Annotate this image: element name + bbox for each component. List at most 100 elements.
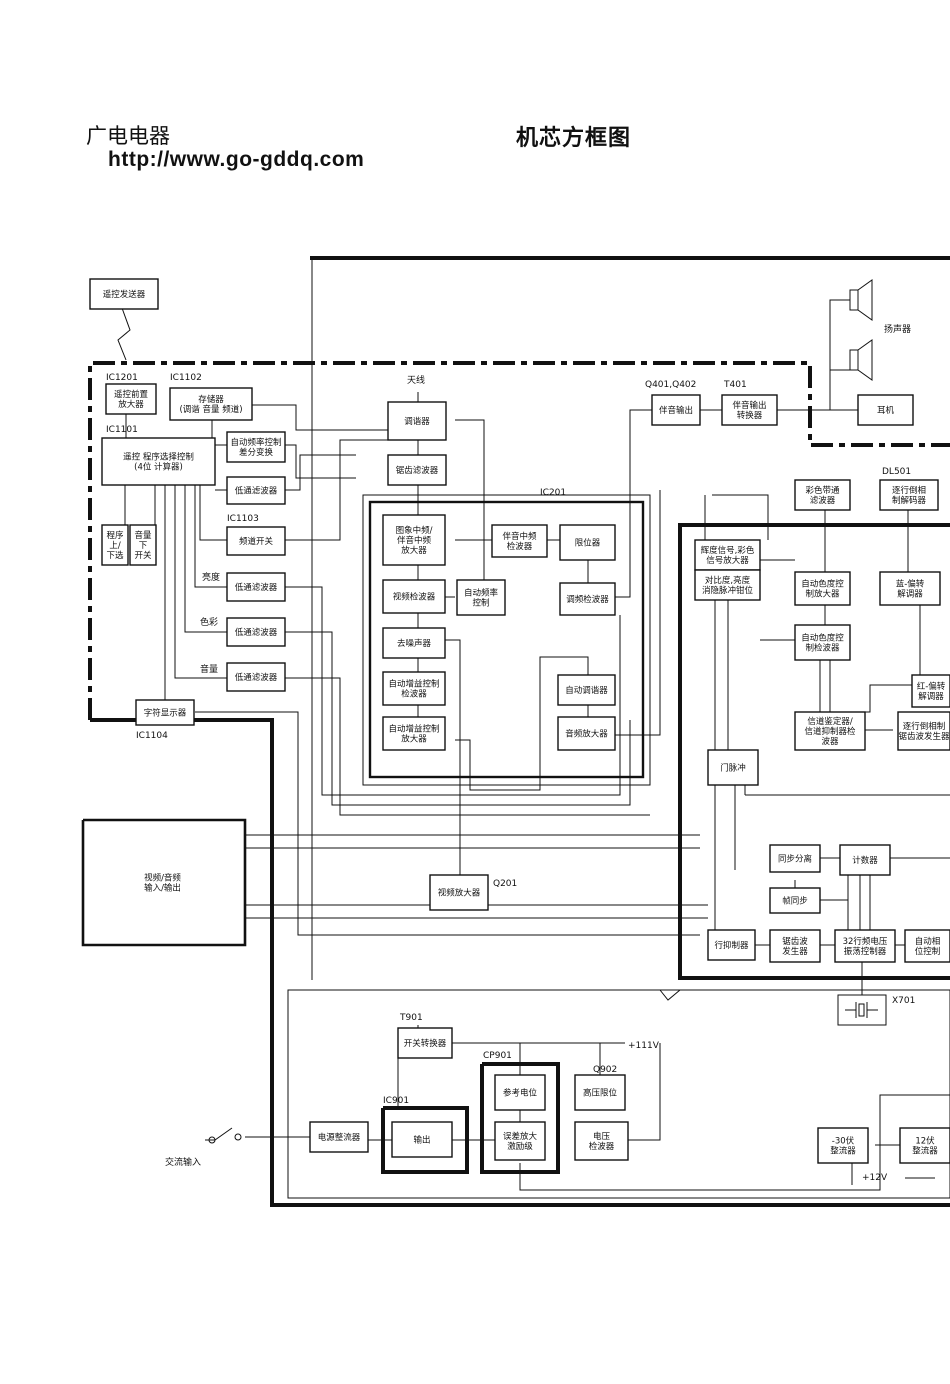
block-label: 音量 bbox=[134, 530, 152, 541]
block-fm-det: 调频检波器 bbox=[559, 582, 616, 616]
block-label: 同步分离 bbox=[778, 854, 812, 865]
label-dl501: DL501 bbox=[882, 467, 911, 477]
block-label: 位控制 bbox=[915, 946, 941, 957]
block-label: 自动频率控制 bbox=[230, 437, 281, 448]
block-label: 信号放大器 bbox=[706, 555, 749, 566]
block-border bbox=[857, 394, 914, 426]
block-label: 解调器 bbox=[918, 691, 944, 702]
block-border bbox=[769, 844, 821, 873]
block-label: 整流器 bbox=[830, 1146, 856, 1157]
block-label: (调谐 音量 频道) bbox=[179, 404, 242, 415]
block-label: 输入/输出 bbox=[144, 883, 181, 894]
block-h-ctrl: 行抑制器 bbox=[707, 929, 756, 961]
block-label: 字符显示器 bbox=[144, 708, 187, 719]
block-label: 检波器 bbox=[401, 689, 427, 700]
block-band-switch: 频道开关 bbox=[226, 526, 286, 556]
block-label: 自动频率 bbox=[464, 588, 499, 599]
block-noise-cancel: 去噪声器 bbox=[382, 627, 446, 659]
block-rectifier: 电源整流器 bbox=[309, 1121, 369, 1153]
block-label: 电压 bbox=[593, 1131, 611, 1142]
label-volume: 音量 bbox=[200, 663, 218, 675]
block-label: 电源整流器 bbox=[318, 1132, 361, 1143]
block-border bbox=[834, 929, 896, 963]
label-color: 色彩 bbox=[200, 616, 218, 628]
label-ic1103: IC1103 bbox=[227, 514, 259, 524]
block-hv-limit: 高压限位 bbox=[574, 1074, 626, 1111]
block-border bbox=[89, 278, 159, 310]
block-border bbox=[694, 569, 761, 601]
block-counter: 计数器 bbox=[839, 844, 891, 876]
block-border bbox=[897, 711, 950, 751]
label-speaker: 扬声器 bbox=[884, 323, 911, 335]
block-label: 放大器 bbox=[118, 399, 144, 410]
block-border bbox=[226, 476, 286, 505]
block-label: 开关转换器 bbox=[404, 1038, 447, 1049]
block-border bbox=[721, 394, 778, 426]
block-label: 对比度,亮度 bbox=[705, 575, 751, 586]
block-label: 遥控 程序选择控制 bbox=[123, 452, 194, 463]
block-label: 图象中频/ bbox=[396, 525, 433, 536]
label-t401: T401 bbox=[723, 380, 747, 390]
block-label: 高压限位 bbox=[583, 1088, 618, 1099]
block-label: 自动增益控制 bbox=[388, 679, 439, 690]
block-border bbox=[382, 579, 446, 614]
diagram-title: 机芯方框图 bbox=[516, 126, 632, 151]
block-label: 放大器 bbox=[401, 734, 427, 745]
block-label: 参考电位 bbox=[503, 1088, 538, 1099]
block-label: 伴音中频 bbox=[502, 531, 537, 542]
block-border bbox=[397, 1027, 453, 1059]
block-label: 信道鉴定器/ bbox=[807, 716, 853, 727]
block-label: 遥控发送器 bbox=[103, 289, 146, 300]
block-border bbox=[491, 524, 548, 558]
block-border bbox=[382, 671, 446, 706]
block-label: 转换器 bbox=[737, 410, 763, 421]
block-border bbox=[391, 1121, 453, 1158]
website-url: http://www.go-gddq.com bbox=[108, 148, 365, 171]
block-label: 伴音输出 bbox=[659, 405, 693, 416]
block-border bbox=[904, 929, 950, 963]
block-label: 控制 bbox=[472, 598, 489, 609]
label-plus111: +111V bbox=[628, 1041, 660, 1051]
block-lpf-color: 低通滤波器 bbox=[226, 617, 286, 647]
block-label: 调谐器 bbox=[404, 416, 430, 427]
block-label: 32行频电压 bbox=[843, 936, 888, 947]
block-label: 辉度信号,彩色 bbox=[701, 545, 755, 556]
block-label: 波器 bbox=[821, 736, 839, 747]
block-border bbox=[794, 711, 866, 751]
block-earphone: 耳机 bbox=[857, 394, 914, 426]
block-border bbox=[382, 627, 446, 659]
block-border bbox=[794, 479, 851, 511]
block-label: 低通滤波器 bbox=[235, 582, 278, 593]
block-label: 低通滤波器 bbox=[235, 627, 278, 638]
block-border bbox=[387, 454, 447, 486]
label-x701: X701 bbox=[892, 996, 915, 1006]
block-label: 振荡控制器 bbox=[844, 946, 887, 957]
block-border bbox=[574, 1121, 629, 1161]
block-label: 低通滤波器 bbox=[235, 672, 278, 683]
block-border bbox=[707, 749, 759, 786]
label-cp901: CP901 bbox=[483, 1051, 512, 1061]
block-border bbox=[879, 571, 941, 606]
block-vsync: 帧同步 bbox=[769, 887, 821, 914]
block-label: 视频检波器 bbox=[393, 592, 436, 603]
block-gate-pulse: 门脉冲 bbox=[707, 749, 759, 786]
block-border bbox=[559, 524, 616, 561]
block-ref-volt: 参考电位 bbox=[494, 1074, 546, 1111]
block-label: 滤波器 bbox=[810, 495, 836, 506]
block-label: 蓝-偏转 bbox=[896, 579, 925, 590]
block-video-amp: 视频放大器 bbox=[429, 874, 489, 911]
frames bbox=[81, 256, 950, 1207]
